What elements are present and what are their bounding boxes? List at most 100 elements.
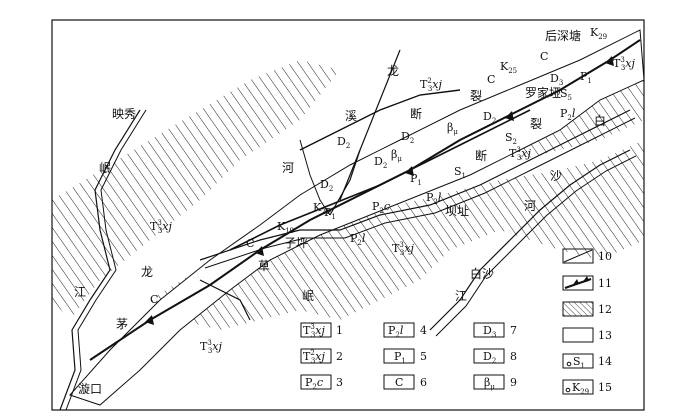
fault-label-duan1: 断: [410, 106, 422, 121]
legend-9-code: βμ: [484, 376, 495, 391]
legend-3-code: P2c: [305, 376, 323, 391]
river-label-he1: 河: [282, 161, 294, 175]
legend-6-num: 6: [420, 376, 427, 389]
river-label-jiang2: 江: [455, 289, 467, 303]
river-label-long2: 龙: [141, 265, 153, 279]
fault-label-lie1: 裂: [470, 89, 482, 103]
legend-5-code: P1: [394, 350, 406, 365]
hatched-area-northwest: [52, 60, 340, 320]
river-label-long1: 龙: [387, 64, 399, 78]
place-xuankou: 漩口: [78, 382, 102, 396]
unit-bmu-b: βμ: [391, 148, 402, 163]
legend-6-code: C: [395, 376, 403, 389]
fault-label-duan2: 断: [475, 148, 487, 163]
unit-k19: K19: [277, 220, 294, 235]
fault-secondary: [229, 109, 531, 251]
legend-14-code: S1: [573, 355, 585, 370]
unit-p1-a: P1: [324, 206, 336, 221]
fault-branch-west: [199, 279, 251, 321]
thrust-tooth: [255, 246, 264, 256]
place-bazhi: 坝址: [445, 204, 469, 218]
legend-7-num: 7: [510, 324, 517, 337]
fault-branch-north: [299, 89, 461, 151]
unit-d2-e: D2: [483, 110, 496, 125]
place-yingxiu: 映秀: [112, 107, 136, 121]
thrust-tooth: [145, 315, 154, 325]
unit-d2-c: D2: [374, 155, 387, 170]
unit-s2: S2: [505, 131, 517, 146]
baisha-river-bank: [435, 155, 637, 337]
unit-p1-c: P1: [580, 70, 592, 85]
unit-c-north: C: [487, 73, 495, 86]
legend-9-num: 9: [510, 376, 517, 389]
main-river: [199, 109, 631, 261]
fault-branch-center: [329, 149, 361, 216]
legend-4-code: P2l: [388, 324, 404, 339]
main-river-bank: [204, 117, 636, 269]
legend-5-num: 5: [420, 350, 427, 363]
river-label-bai: 白: [594, 113, 606, 128]
place-luojiaya: 罗家垭: [525, 85, 561, 100]
thrust-tooth: [505, 111, 514, 121]
legend-4-num: 4: [420, 324, 427, 337]
unit-k25: K25: [500, 60, 517, 75]
legend-15-num: 15: [598, 381, 612, 394]
legend-10-num: 10: [598, 250, 612, 263]
unit-d2-b: D2: [337, 135, 350, 150]
unit-p2l-a: P2l: [350, 232, 366, 247]
river-label-he2: 河: [524, 199, 536, 213]
unit-d3: D3: [550, 72, 563, 87]
legend-1-num: 1: [336, 324, 343, 337]
river-label-min: 岷: [99, 160, 111, 175]
unit-s5: S5: [560, 87, 572, 102]
unit-s1: S1: [454, 165, 466, 180]
place-ziping: 子坪: [284, 236, 308, 250]
unit-c-northeast: C: [540, 50, 548, 63]
legend-13-num: 13: [598, 329, 612, 342]
fault-label-lie2: 裂: [530, 117, 542, 131]
unit-bmu-a: βμ: [447, 121, 458, 136]
fault-longxi: [339, 49, 401, 201]
river-label-jiang1: 江: [74, 285, 86, 299]
thrust-tooth: [605, 56, 614, 66]
unit-c-west: C: [246, 237, 254, 250]
river-label-sha: 沙: [550, 169, 562, 183]
place-houshentang: 后深塘: [545, 28, 581, 43]
unit-p2l-c: P2l: [560, 107, 576, 122]
min-river-west-bank: [65, 109, 147, 410]
unit-d2-a: D2: [401, 130, 414, 145]
fault-label-tiger: 草: [258, 259, 270, 273]
legend-14-num: 14: [598, 355, 612, 368]
legend-2-num: 2: [336, 350, 343, 363]
unit-c-southwest: C: [150, 293, 158, 306]
unit-p2c: P2c: [372, 200, 390, 215]
unit-p2l-b: P2l: [426, 191, 442, 206]
hatched-area-south: [150, 140, 644, 330]
river-label-min2: 岷: [302, 288, 314, 303]
legend-3-num: 3: [336, 376, 343, 389]
unit-d2-d: D2: [320, 178, 333, 193]
baisha-river: [429, 149, 631, 331]
legend-8-num: 8: [510, 350, 517, 363]
legend-11-num: 11: [598, 277, 612, 290]
legend-15-code: K29: [572, 381, 589, 396]
thrust-tooth: [405, 166, 414, 176]
river-label-xi: 溪: [345, 109, 357, 123]
legend-8-code: D2: [483, 350, 496, 365]
min-river-west: [59, 109, 141, 410]
legend-12-num: 12: [598, 303, 612, 316]
unit-k29: K29: [590, 26, 607, 41]
unit-k21: K21: [313, 201, 330, 216]
legend-7-code: D3: [483, 324, 496, 339]
structural-belt: [69, 29, 644, 406]
